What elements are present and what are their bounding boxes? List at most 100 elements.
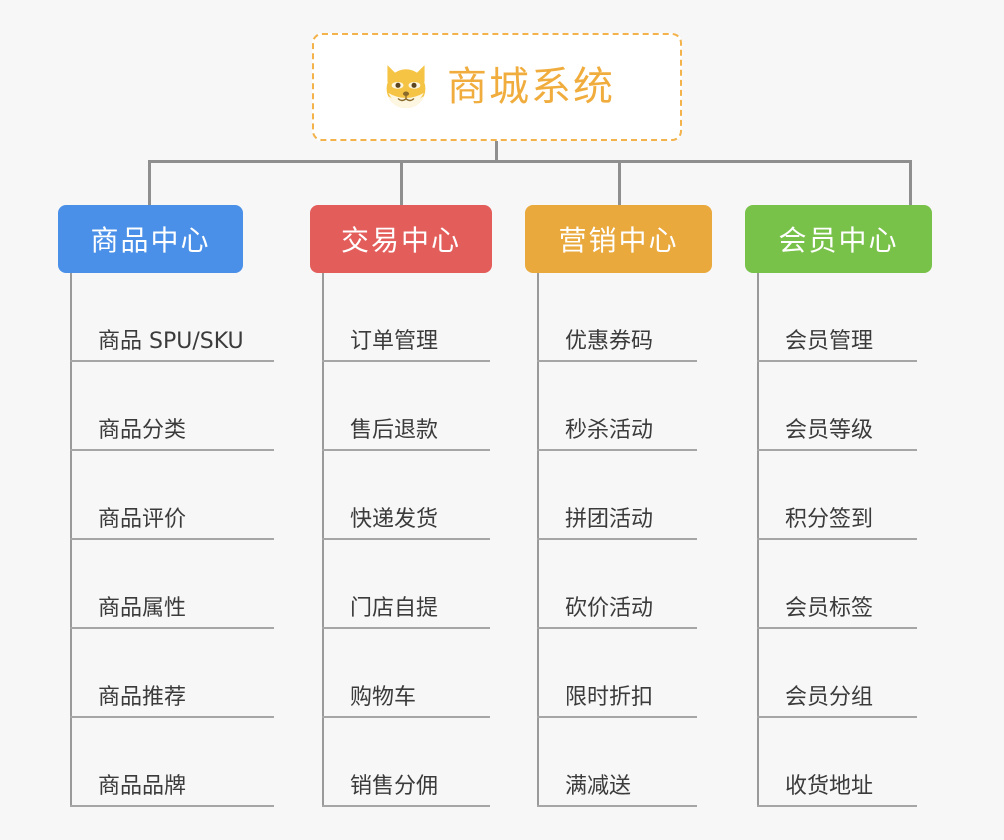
leaf-item-label: 商品属性 [98, 596, 187, 621]
shiba-dog-face-icon [386, 65, 426, 109]
leaf-item-rule [70, 449, 274, 451]
leaf-item-label: 拼团活动 [565, 507, 654, 532]
leaf-item-rule [537, 538, 697, 540]
leaf-item-label: 商品推荐 [98, 685, 187, 710]
connector-drop-4 [909, 160, 912, 205]
leaf-item-rule [537, 449, 697, 451]
leaf-list: 优惠券码秒杀活动拼团活动砍价活动限时折扣满减送 [537, 273, 712, 807]
category-card-label: 交易中心 [340, 224, 461, 257]
leaf-trunk-line [70, 273, 72, 807]
leaf-item-label: 满减送 [565, 774, 632, 799]
leaf-item-label: 销售分佣 [350, 774, 439, 799]
leaf-item[interactable]: 商品推荐 [70, 629, 274, 718]
leaf-item-label: 限时折扣 [565, 685, 654, 710]
leaf-item[interactable]: 商品评价 [70, 451, 274, 540]
leaf-item[interactable]: 秒杀活动 [537, 362, 712, 451]
leaf-item-label: 商品 SPU/SKU [98, 329, 244, 354]
connector-drop-3 [618, 160, 621, 205]
leaf-item-rule [757, 360, 917, 362]
connector-drop-1 [148, 160, 151, 205]
leaf-item[interactable]: 优惠券码 [537, 273, 712, 362]
leaf-item-label: 售后退款 [350, 418, 439, 443]
leaf-item-label: 商品品牌 [98, 774, 187, 799]
leaf-item-rule [322, 538, 490, 540]
leaf-item-rule [322, 627, 490, 629]
leaf-item[interactable]: 商品 SPU/SKU [70, 273, 274, 362]
category-column: 会员中心会员管理会员等级积分签到会员标签会员分组收货地址 [745, 205, 932, 807]
leaf-item[interactable]: 会员等级 [757, 362, 932, 451]
leaf-item-rule [537, 805, 697, 807]
leaf-item[interactable]: 售后退款 [322, 362, 492, 451]
leaf-item-label: 优惠券码 [565, 329, 654, 354]
root-node-mall-system[interactable]: 商城系统 [312, 33, 682, 141]
leaf-item-label: 会员管理 [785, 329, 874, 354]
leaf-list: 商品 SPU/SKU 商品分类商品评价商品属性商品推荐商品品牌 [70, 273, 274, 807]
leaf-item-label: 积分签到 [785, 507, 874, 532]
leaf-item[interactable]: 会员标签 [757, 540, 932, 629]
leaf-item-label: 秒杀活动 [565, 418, 654, 443]
leaf-trunk-line [757, 273, 759, 807]
connector-root-stem [495, 141, 498, 163]
leaf-item[interactable]: 商品分类 [70, 362, 274, 451]
leaf-item[interactable]: 会员管理 [757, 273, 932, 362]
leaf-item[interactable]: 会员分组 [757, 629, 932, 718]
leaf-item[interactable]: 砍价活动 [537, 540, 712, 629]
leaf-item-rule [757, 805, 917, 807]
category-card[interactable]: 交易中心 [310, 205, 492, 273]
leaf-item-label: 会员分组 [785, 685, 874, 710]
leaf-item[interactable]: 商品属性 [70, 540, 274, 629]
leaf-item-label: 砍价活动 [565, 596, 654, 621]
leaf-item-rule [537, 627, 697, 629]
leaf-item[interactable]: 门店自提 [322, 540, 492, 629]
leaf-item-rule [537, 360, 697, 362]
category-card[interactable]: 会员中心 [745, 205, 932, 273]
leaf-trunk-line [322, 273, 324, 807]
leaf-item[interactable]: 积分签到 [757, 451, 932, 540]
category-card[interactable]: 营销中心 [525, 205, 712, 273]
category-card[interactable]: 商品中心 [58, 205, 243, 273]
leaf-item-label: 商品分类 [98, 418, 187, 443]
leaf-item-label: 会员标签 [785, 596, 874, 621]
category-column: 营销中心优惠券码秒杀活动拼团活动砍价活动限时折扣满减送 [525, 205, 712, 807]
leaf-list: 订单管理售后退款快递发货门店自提购物车销售分佣 [322, 273, 492, 807]
leaf-item-rule [757, 449, 917, 451]
leaf-item[interactable]: 购物车 [322, 629, 492, 718]
leaf-item-rule [537, 716, 697, 718]
leaf-item-rule [757, 627, 917, 629]
leaf-item[interactable]: 销售分佣 [322, 718, 492, 807]
leaf-item-label: 购物车 [350, 685, 417, 710]
leaf-item-rule [322, 449, 490, 451]
leaf-trunk-line [537, 273, 539, 807]
category-column: 商品中心商品 SPU/SKU 商品分类商品评价商品属性商品推荐商品品牌 [58, 205, 274, 807]
leaf-item[interactable]: 订单管理 [322, 273, 492, 362]
leaf-item-label: 会员等级 [785, 418, 874, 443]
leaf-item-rule [322, 716, 490, 718]
leaf-item-rule [70, 627, 274, 629]
leaf-item-rule [757, 538, 917, 540]
category-card-label: 会员中心 [778, 224, 899, 257]
root-node-label: 商城系统 [447, 64, 615, 110]
leaf-item-rule [322, 360, 490, 362]
leaf-item-rule [70, 538, 274, 540]
leaf-item-rule [70, 716, 274, 718]
leaf-list: 会员管理会员等级积分签到会员标签会员分组收货地址 [757, 273, 932, 807]
leaf-item[interactable]: 收货地址 [757, 718, 932, 807]
connector-horizontal-bar [148, 160, 912, 163]
leaf-item[interactable]: 限时折扣 [537, 629, 712, 718]
category-column: 交易中心订单管理售后退款快递发货门店自提购物车销售分佣 [310, 205, 492, 807]
category-card-label: 营销中心 [558, 224, 679, 257]
leaf-item[interactable]: 拼团活动 [537, 451, 712, 540]
leaf-item-label: 商品评价 [98, 507, 187, 532]
leaf-item-label: 快递发货 [350, 507, 439, 532]
leaf-item-rule [322, 805, 490, 807]
leaf-item[interactable]: 商品品牌 [70, 718, 274, 807]
leaf-item-label: 收货地址 [785, 774, 874, 799]
category-card-label: 商品中心 [90, 224, 211, 257]
leaf-item-rule [70, 805, 274, 807]
leaf-item[interactable]: 满减送 [537, 718, 712, 807]
leaf-item-label: 订单管理 [350, 329, 439, 354]
leaf-item-rule [757, 716, 917, 718]
leaf-item-rule [70, 360, 274, 362]
leaf-item[interactable]: 快递发货 [322, 451, 492, 540]
